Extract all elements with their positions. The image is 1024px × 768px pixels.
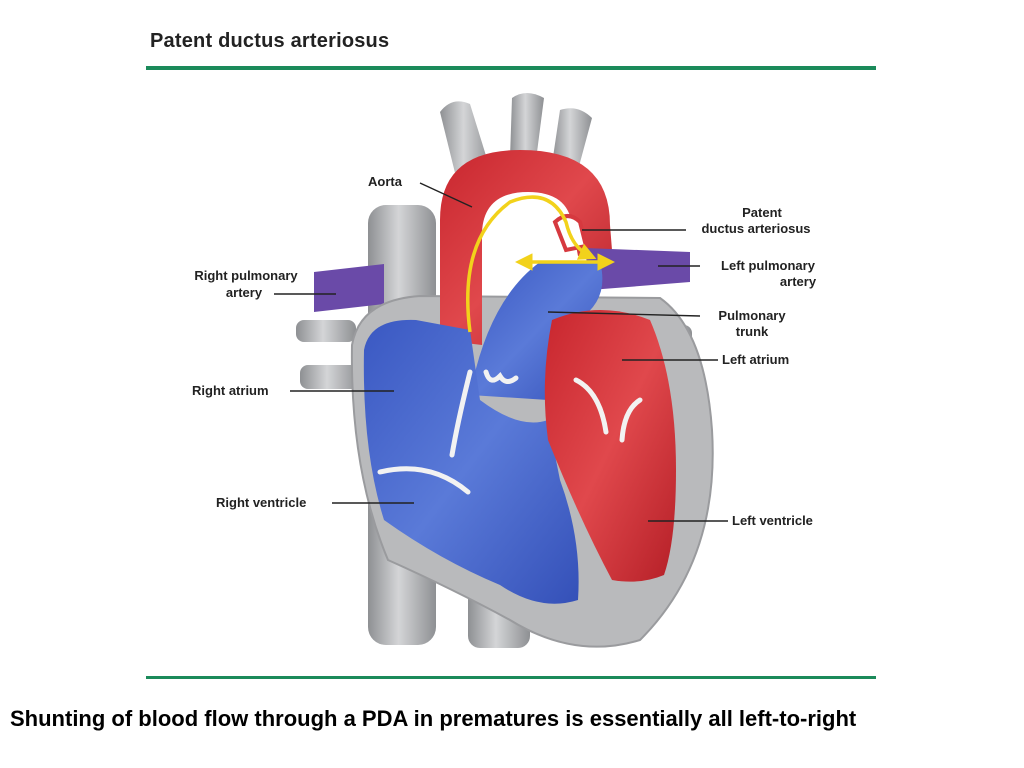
label-left-pa-2: artery	[780, 274, 817, 289]
label-right-atrium: Right atrium	[192, 383, 269, 398]
slide-caption: Shunting of blood flow through a PDA in …	[10, 706, 1014, 732]
label-pda-2: ductus arteriosus	[701, 221, 810, 236]
label-pda-1: Patent	[742, 205, 782, 220]
label-left-atrium: Left atrium	[722, 352, 789, 367]
label-pulmonary-trunk-1: Pulmonary	[718, 308, 786, 323]
label-right-pa-1: Right pulmonary	[194, 268, 298, 283]
right-pulmonary-artery	[314, 264, 384, 312]
label-left-pa-1: Left pulmonary	[721, 258, 816, 273]
bottom-divider	[146, 676, 876, 679]
label-pulmonary-trunk-2: trunk	[736, 324, 769, 339]
label-aorta: Aorta	[368, 174, 403, 189]
label-left-ventricle: Left ventricle	[732, 513, 813, 528]
label-right-pa-2: artery	[226, 285, 263, 300]
label-right-ventricle: Right ventricle	[216, 495, 306, 510]
